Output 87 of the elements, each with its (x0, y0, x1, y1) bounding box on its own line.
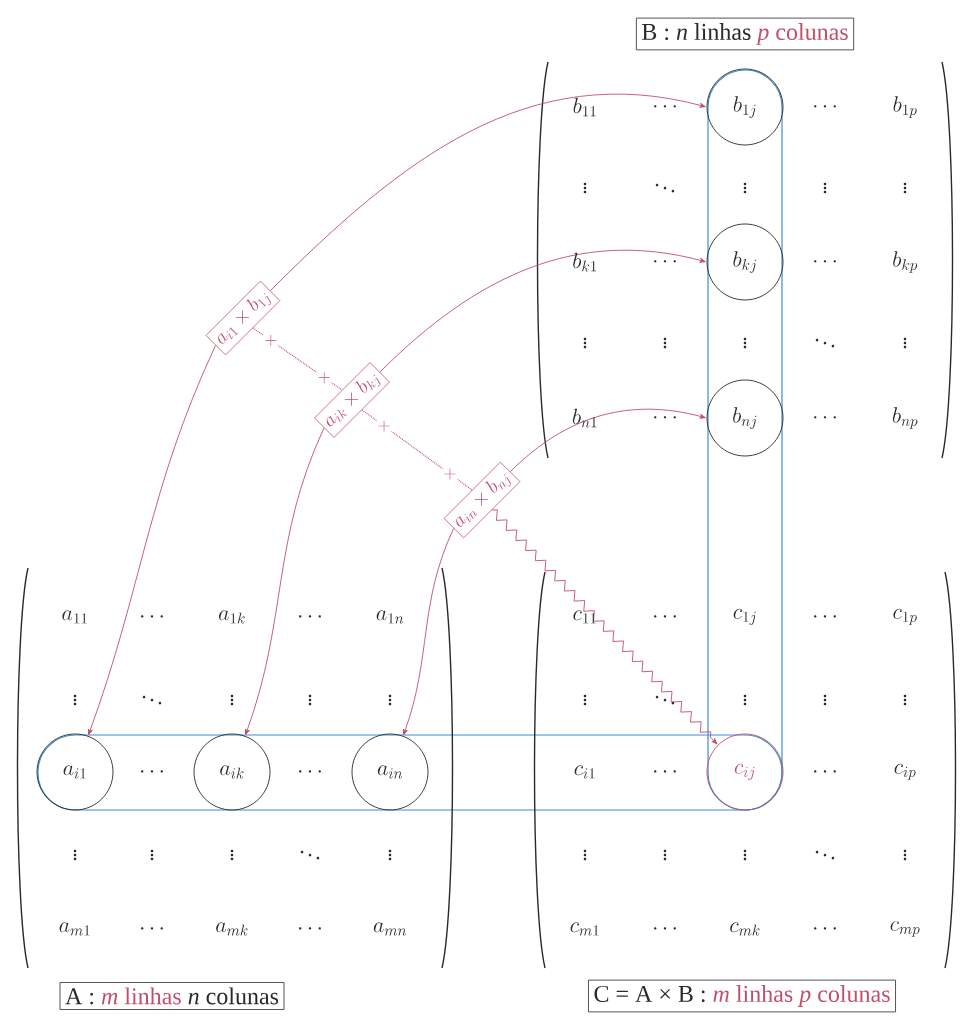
matrix-entry: $\vdots$ (903, 337, 907, 349)
matrix-entry: $\vdots$ (583, 182, 587, 194)
matrix-entry: $\vdots$ (743, 182, 747, 194)
matrix-entry: $\vdots$ (73, 849, 77, 861)
matrix-entry: $a_{11}$ (62, 610, 87, 624)
matrix-entry: $\cdots$ (814, 105, 836, 108)
circled-entry: $b_{kj}$ (706, 223, 784, 301)
matrix-entry: $\cdots$ (814, 615, 836, 618)
title-box: C = A × B : m linhas p colunas (588, 979, 896, 1013)
matrix-entry: $\vdots$ (743, 694, 747, 706)
matrix-entry: $\cdots$ (654, 927, 676, 930)
matrix-entry: $\ddots$ (300, 850, 320, 860)
matrix-entry: $c_{mp}$ (890, 920, 920, 937)
matrix-entry: $c_{1j}$ (733, 608, 756, 625)
matrix-entry: $\vdots$ (230, 694, 234, 706)
matrix-entry: $a_{1k}$ (219, 610, 245, 624)
matrix-entry: $\cdots$ (654, 416, 676, 419)
matrix-entry: $\vdots$ (388, 694, 392, 706)
matrix-entry: $\vdots$ (903, 694, 907, 706)
matrix-entry: $\ddots$ (655, 183, 675, 193)
matrix-entry: $\cdots$ (814, 260, 836, 263)
matrix-entry: $a_{m1}$ (59, 922, 90, 936)
matrix-entry: $b_{1p}$ (893, 96, 917, 118)
matrix-entry: $b_{np}$ (892, 407, 918, 429)
matrix-entry: $\cdots$ (141, 615, 163, 618)
matrix-entry: $c_{mk}$ (730, 922, 760, 936)
matrix-entry: $\ddots$ (815, 338, 835, 348)
circled-entry: $b_{1j}$ (706, 68, 784, 146)
matrix-entry: $b_{k1}$ (573, 252, 597, 272)
matrix-entry: $\cdots$ (654, 260, 676, 263)
matrix-entry: $\cdots$ (654, 615, 676, 618)
matrix-entry: $\vdots$ (823, 182, 827, 194)
arrow (245, 427, 325, 736)
matrix-entry: $a_{mn}$ (373, 922, 407, 936)
matrix-entry: $\ddots$ (142, 695, 162, 705)
matrix-entry: $\vdots$ (663, 849, 667, 861)
plus-sign: $+$ (444, 468, 456, 480)
matrix-entry: $\ddots$ (655, 695, 675, 705)
matrix-entry: $\vdots$ (743, 337, 747, 349)
circled-entry: $a_{in}$ (351, 733, 429, 811)
matrix-entry: $\vdots$ (583, 849, 587, 861)
circled-entry: $a_{ik}$ (193, 733, 271, 811)
arrow (88, 345, 216, 736)
matrix-entry: $\vdots$ (308, 694, 312, 706)
title-box: B : n linhas p colunas (635, 17, 855, 51)
matrix-entry: $\vdots$ (663, 337, 667, 349)
matrix-entry: $\ddots$ (815, 850, 835, 860)
arrow (491, 509, 718, 745)
matrix-entry: $\cdots$ (814, 927, 836, 930)
matrix-entry: $\vdots$ (903, 182, 907, 194)
matrix-entry: $\vdots$ (230, 849, 234, 861)
matrix-entry: $\cdots$ (654, 770, 676, 773)
matrix-entry: $c_{11}$ (573, 610, 596, 624)
plus-sign: $+$ (378, 420, 390, 432)
circled-entry: $a_{i1}$ (36, 733, 114, 811)
matrix-entry: $\vdots$ (73, 694, 77, 706)
matrix-entry: $\cdots$ (299, 770, 321, 773)
matrix-entry: $\vdots$ (743, 849, 747, 861)
matrix-entry: $\vdots$ (823, 694, 827, 706)
arrow (270, 93, 706, 291)
matrix-entry: $\vdots$ (388, 849, 392, 861)
matrix-entry: $a_{mk}$ (216, 922, 248, 936)
circled-entry: $b_{nj}$ (706, 379, 784, 457)
matrix-entry: $a_{1n}$ (376, 610, 404, 624)
matrix-entry: $b_{11}$ (573, 97, 596, 117)
matrix-entry: $c_{1p}$ (893, 608, 917, 625)
matrix-entry: $\cdots$ (654, 105, 676, 108)
matrix-entry: $c_{ip}$ (894, 763, 916, 780)
matrix-entry: $b_{n1}$ (572, 408, 597, 428)
matrix-entry: $\cdots$ (814, 770, 836, 773)
matrix-entry: $\vdots$ (583, 694, 587, 706)
title-box: A : m linhas n colunas (59, 982, 285, 1010)
arrow (403, 527, 455, 736)
circled-entry: $c_{ij}$ (706, 733, 784, 811)
arrow (509, 408, 706, 473)
matrix-entry: $\cdots$ (299, 927, 321, 930)
matrix-entry: $c_{m1}$ (570, 922, 599, 936)
matrix-entry: $\vdots$ (583, 337, 587, 349)
matrix-entry: $\cdots$ (141, 770, 163, 773)
matrix-entry: $\vdots$ (903, 849, 907, 861)
matrix-entry: $\cdots$ (299, 615, 321, 618)
matrix-entry: $\cdots$ (141, 927, 163, 930)
arrow (379, 250, 706, 373)
matrix-entry: $b_{kp}$ (893, 251, 918, 273)
matrix-entry: $\vdots$ (150, 849, 154, 861)
matrix-entry: $c_{i1}$ (574, 765, 595, 779)
matrix-entry: $\cdots$ (814, 416, 836, 419)
